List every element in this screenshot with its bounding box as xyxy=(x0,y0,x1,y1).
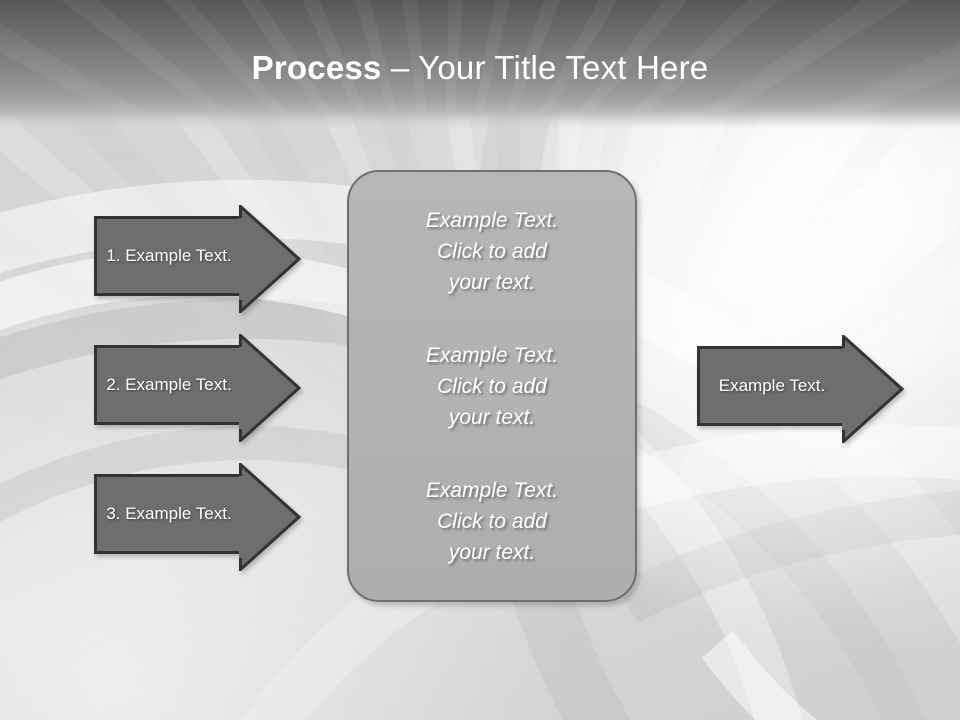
process-step-arrow-2[interactable]: 2. Example Text. xyxy=(94,334,301,442)
arrow-joint xyxy=(239,477,245,551)
page-title: Process – Your Title Text Here xyxy=(0,48,960,88)
result-arrow[interactable]: Example Text. xyxy=(697,335,904,443)
center-content-box[interactable]: Example Text. Click to add your text. Ex… xyxy=(347,170,637,602)
process-step-label-2: 2. Example Text. xyxy=(106,375,232,394)
process-step-arrow-3[interactable]: 3. Example Text. xyxy=(94,463,301,571)
page-title-bold: Process xyxy=(251,49,382,86)
title-band-sheen xyxy=(0,0,960,112)
center-text-block-3: Example Text. Click to add your text. xyxy=(425,478,559,564)
arrow-joint xyxy=(842,349,848,423)
process-step-label-3: 3. Example Text. xyxy=(106,504,232,523)
center-text-block-1: Example Text. Click to add your text. xyxy=(425,208,559,294)
arrow-head-icon xyxy=(239,463,301,571)
arrow-joint xyxy=(239,348,245,422)
result-arrow-label: Example Text. xyxy=(718,376,826,395)
title-band xyxy=(0,0,960,128)
arrow-head-icon xyxy=(239,334,301,442)
arrow-head-icon xyxy=(842,335,904,443)
arrow-head-icon xyxy=(239,205,301,313)
page-title-rest: – Your Title Text Here xyxy=(381,49,709,86)
arrow-joint xyxy=(239,219,245,293)
center-text-block-2: Example Text. Click to add your text. xyxy=(425,343,559,429)
process-step-label-1: 1. Example Text. xyxy=(106,246,232,265)
process-step-arrow-1[interactable]: 1. Example Text. xyxy=(94,205,301,313)
